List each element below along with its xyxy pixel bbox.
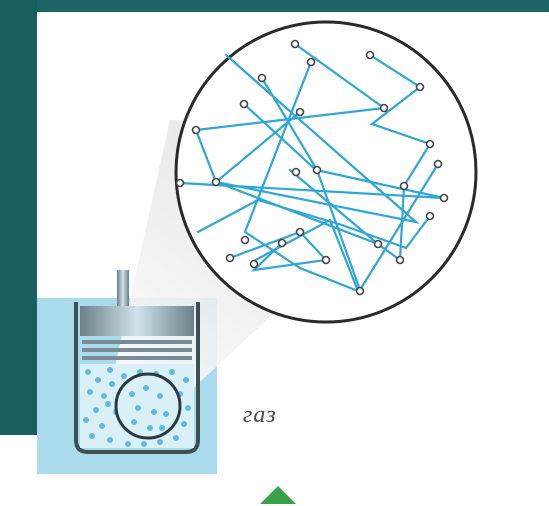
piston-ring: [82, 356, 192, 360]
triangle-up-icon[interactable]: [260, 486, 296, 504]
gas-label: газ: [243, 402, 277, 429]
piston: [80, 306, 194, 336]
piston-ring: [82, 348, 192, 352]
piston-ring: [82, 340, 192, 344]
piston-rod: [117, 270, 129, 310]
